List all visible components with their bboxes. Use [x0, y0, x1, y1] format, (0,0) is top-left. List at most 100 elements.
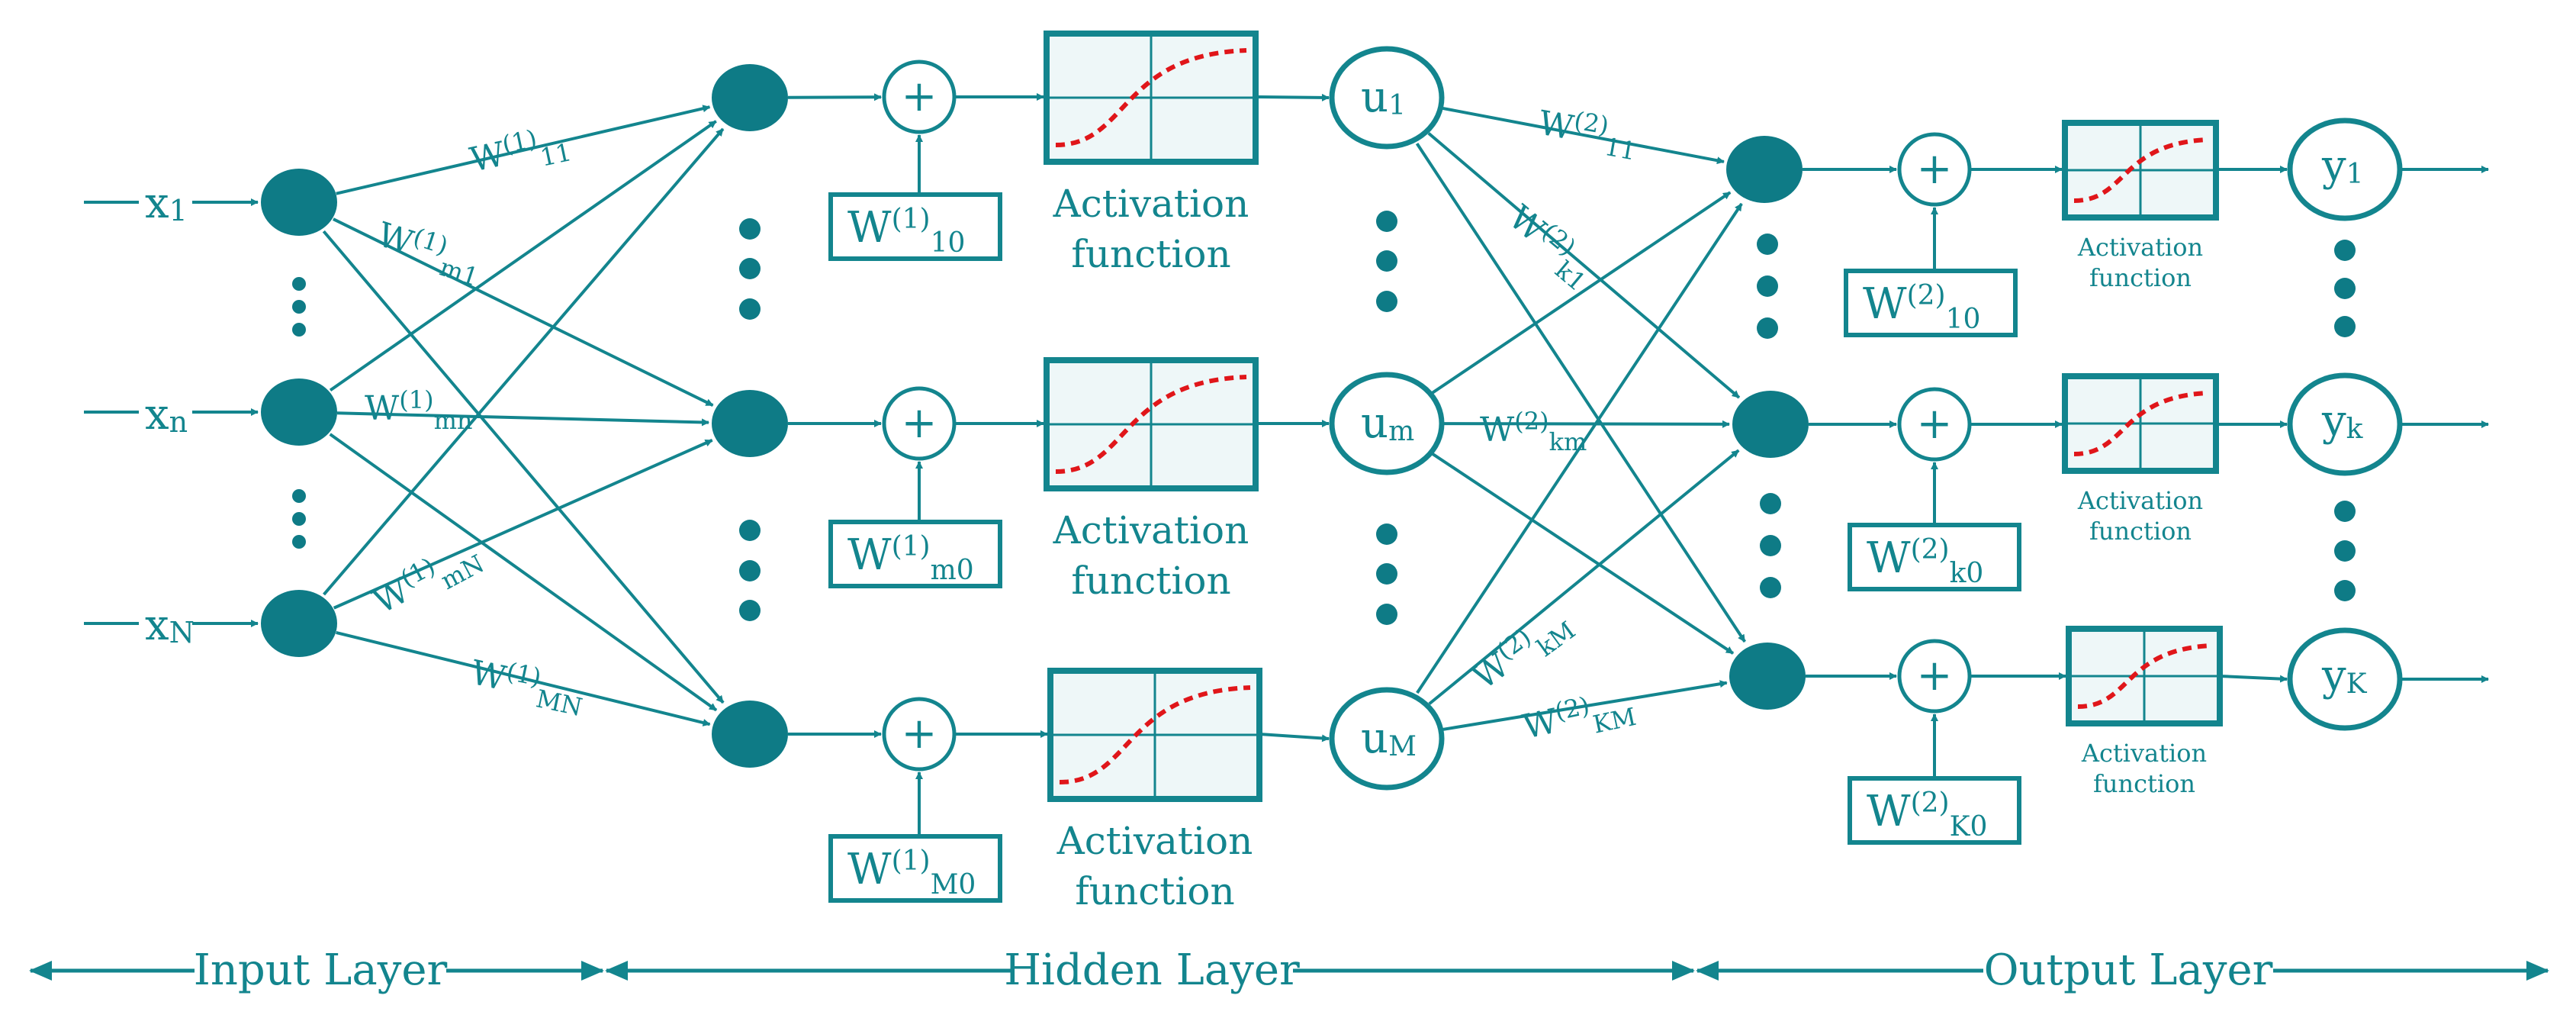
- output-bias-label-2: W(2)K0: [1867, 787, 1987, 842]
- activation-label-line1-output-0: Activation: [2077, 233, 2203, 262]
- input-node-2: [261, 590, 337, 657]
- edge-in-1-hid-0: [329, 120, 717, 392]
- u-dots-b-0: [1376, 523, 1397, 545]
- output-weight-label-4: W(2)KM: [1519, 681, 1639, 753]
- sum-circle-5: [1897, 639, 1972, 713]
- connection-edges: [84, 93, 2489, 836]
- input-dots-b-0: [292, 489, 306, 503]
- input-node-0: [261, 169, 337, 236]
- sum-circle-0: [882, 60, 957, 134]
- out-dots-a-0: [1757, 234, 1778, 255]
- edge-in-0-hid-0: [336, 105, 711, 195]
- hidden-node-2: [712, 701, 788, 768]
- input-label-1: xn: [145, 390, 188, 440]
- edge-u-2-out-2: [1440, 680, 1728, 732]
- out-dots-b-0: [1760, 493, 1781, 514]
- activation-curve-hidden-1: [1055, 375, 1247, 474]
- sum-circle-1: [882, 386, 957, 461]
- output-bias-box-0: [1844, 269, 2018, 337]
- output-y-label-2: yK: [2321, 651, 2368, 701]
- sum-symbol-2: +: [902, 709, 937, 759]
- sum-symbol-5: +: [1917, 651, 1953, 701]
- activation-label-line1-hidden-0: Activation: [1053, 182, 1249, 226]
- activation-label-line2-output-0: function: [2089, 263, 2192, 292]
- layer-label-input: Input Layer: [194, 945, 448, 995]
- sum-circle-2: [882, 697, 957, 771]
- sum-symbol-4: +: [1917, 399, 1953, 449]
- sum-circle-4: [1897, 387, 1972, 462]
- edge-in-2-hid-0: [323, 127, 725, 596]
- hidden-node-1: [712, 390, 788, 457]
- activation-curve-output-1: [2073, 391, 2208, 456]
- activation-label-line1-output-2: Activation: [2081, 739, 2207, 768]
- output-y-label-0: y1: [2321, 141, 2364, 191]
- edge-in-0-hid-2: [322, 230, 725, 704]
- input-dots-b-2: [292, 535, 306, 549]
- input-dots-a-1: [292, 300, 306, 314]
- input-dots-a-2: [292, 323, 306, 337]
- hidden-dots-a-2: [739, 298, 761, 320]
- u-dots-b-1: [1376, 563, 1397, 585]
- activation-label-line2-output-2: function: [2093, 769, 2195, 798]
- sum-circle-3: [1897, 132, 1972, 207]
- u-dots-b-2: [1376, 604, 1397, 625]
- output-bias-box-2: [1848, 776, 2021, 845]
- hidden-bias-box-1: [828, 520, 1002, 588]
- hidden-dots-b-2: [739, 600, 761, 621]
- y-dots-a-2: [2334, 316, 2356, 337]
- activation-label-line2-output-1: function: [2089, 517, 2192, 546]
- hidden-output-label-0: u1: [1361, 72, 1406, 122]
- y-dots-a-0: [2334, 240, 2356, 261]
- input-label-bg-0: [139, 179, 192, 230]
- output-y-node-1: [2287, 372, 2403, 476]
- layer-bar: Input Layer Hidden Layer Output Layer: [29, 945, 2549, 995]
- sum-symbol-3: +: [1917, 144, 1953, 194]
- hidden-weight-label-2: W(1)mn: [365, 385, 473, 435]
- activation-label-line1-output-1: Activation: [2077, 486, 2203, 515]
- edge-act-u-2: [1259, 733, 1330, 742]
- edge-u-0-out-2: [1415, 143, 1746, 643]
- layer-label-hidden: Hidden Layer: [1004, 945, 1300, 995]
- output-bias-label-1: W(2)k0: [1867, 533, 1983, 589]
- activation-label-line1-hidden-2: Activation: [1056, 819, 1253, 863]
- output-bias-label-0: W(2)10: [1863, 279, 1980, 335]
- u-dots-a-2: [1376, 291, 1397, 312]
- output-node-1: [1732, 391, 1809, 458]
- hidden-weight-label-1: W(1)m1: [371, 211, 488, 292]
- out-dots-b-1: [1760, 535, 1781, 556]
- hidden-bias-label-0: W(1)10: [847, 203, 965, 259]
- hidden-bias-label-1: W(1)m0: [847, 530, 974, 586]
- out-dots-a-1: [1757, 275, 1778, 297]
- hidden-dots-b-1: [739, 560, 761, 581]
- edge-in-2-hid-2: [336, 630, 711, 726]
- edge-in-1-hid-2: [329, 433, 718, 712]
- activation-curve-hidden-0: [1055, 48, 1247, 147]
- hidden-bias-box-2: [828, 834, 1002, 903]
- activation-label-line2-hidden-0: function: [1071, 232, 1230, 276]
- output-y-label-1: yk: [2321, 396, 2364, 446]
- edge-u-2-out-0: [1416, 202, 1743, 694]
- sum-symbol-1: +: [902, 398, 937, 448]
- edge-act-u-0: [1255, 93, 1330, 101]
- network-nodes: [261, 31, 2403, 903]
- activation-curve-output-2: [2077, 643, 2211, 709]
- hidden-bias-box-0: [828, 192, 1002, 261]
- output-node-0: [1726, 136, 1803, 203]
- input-label-2: xN: [145, 601, 195, 650]
- hidden-node-0: [712, 64, 788, 131]
- input-label-0: x1: [145, 179, 188, 228]
- output-weight-label-1: W(2)k1: [1497, 195, 1605, 298]
- hidden-dots-b-0: [739, 520, 761, 541]
- network-labels: ++++++u1umuMy1ykyKActivationfunctionActi…: [139, 72, 2368, 913]
- input-label-bg-2: [139, 601, 192, 652]
- activation-label-line2-hidden-1: function: [1071, 559, 1230, 603]
- hidden-dots-a-1: [739, 258, 761, 279]
- out-dots-a-2: [1757, 317, 1778, 339]
- output-weight-label-2: W(2)km: [1480, 407, 1587, 456]
- edge-in-2-hid-1: [333, 439, 713, 610]
- input-label-bg-1: [139, 391, 192, 441]
- input-node-1: [261, 378, 337, 446]
- edge-u-0-out-0: [1440, 106, 1725, 165]
- hidden-output-node-2: [1329, 687, 1445, 791]
